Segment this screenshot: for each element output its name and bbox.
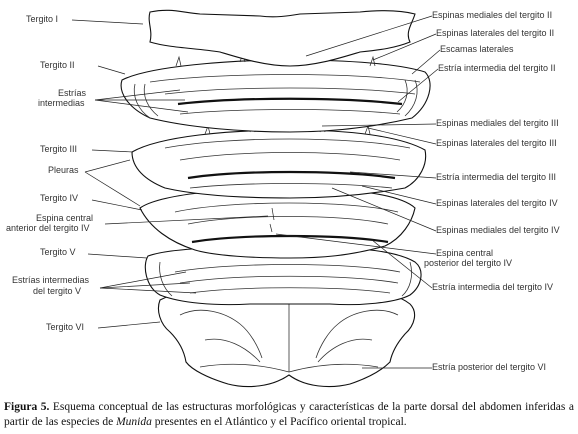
label-tergito-iii: Tergito III	[40, 144, 77, 154]
caption-figure-label: Figura 5.	[4, 401, 50, 413]
tergite-vi-shape	[157, 288, 416, 388]
label-estria-posterior-vi: Estría posterior del tergito VI	[432, 362, 546, 372]
label-estrias-tergito-v-2: del tergito V	[33, 286, 81, 296]
label-estrias-intermedias-1: Estrías	[58, 88, 87, 98]
label-tergito-vi: Tergito VI	[46, 322, 84, 332]
label-tergito-iv: Tergito IV	[40, 193, 78, 203]
label-estria-intermedia-ii: Estría intermedia del tergito II	[438, 63, 556, 73]
label-estrias-intermedias-2: intermedias	[38, 98, 85, 108]
label-espinas-mediales-ii: Espinas mediales del tergito II	[432, 10, 552, 20]
caption-text-before-genus: Esquema conceptual de las estructuras mo…	[4, 401, 574, 428]
label-espina-central-posterior-1: Espina central	[436, 248, 493, 258]
abdomen-diagram: Tergito I Tergito II Estrías intermedias…	[6, 9, 560, 388]
label-espina-central-anterior-2: anterior del tergito IV	[6, 223, 90, 233]
label-estria-intermedia-iii: Estría intermedia del tergito III	[436, 172, 556, 182]
label-espinas-laterales-iii: Espinas laterales del tergito III	[436, 138, 557, 148]
tergite-v-shape	[144, 246, 422, 306]
caption-genus: Munida	[116, 416, 152, 428]
label-tergito-ii: Tergito II	[40, 60, 75, 70]
label-espina-central-anterior-1: Espina central	[36, 213, 93, 223]
label-espinas-mediales-iv: Espinas mediales del tergito IV	[436, 225, 560, 235]
tergite-iii-shape	[131, 122, 427, 199]
label-pleuras: Pleuras	[48, 165, 79, 175]
label-escamas-laterales: Escamas laterales	[440, 44, 514, 54]
label-tergito-i: Tergito I	[26, 14, 58, 24]
label-tergito-v: Tergito V	[40, 247, 76, 257]
tergite-i-shape	[148, 9, 416, 67]
label-estria-intermedia-iv: Estría intermedia del tergito IV	[432, 282, 553, 292]
caption-text-after-genus: presentes en el Atlántico y el Pacífico …	[151, 416, 407, 428]
label-espinas-laterales-iv: Espinas laterales del tergito IV	[436, 198, 558, 208]
label-espinas-mediales-iii: Espinas mediales del tergito III	[436, 118, 559, 128]
label-espinas-laterales-ii: Espinas laterales del tergito II	[436, 28, 554, 38]
label-espina-central-posterior-2: posterior del tergito IV	[424, 258, 512, 268]
label-estrias-tergito-v-1: Estrías intermedias	[12, 275, 90, 285]
figure-caption: Figura 5. Esquema conceptual de las estr…	[4, 400, 574, 430]
